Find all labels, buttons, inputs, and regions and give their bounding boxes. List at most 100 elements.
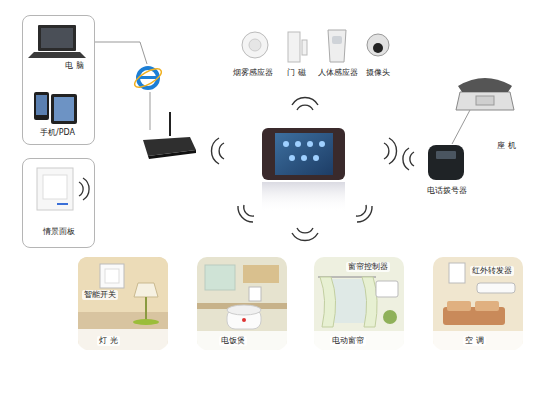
rice-cooker-lid [227,305,261,315]
sofa-cushion [475,301,499,311]
smoke-detector-icon [242,32,268,58]
phone-dialer-screen [436,151,456,159]
motion-sensor-lens [332,36,342,44]
wireless-arc [292,97,318,105]
smoke-detector-core [249,39,261,51]
browser-logo-orbit [132,65,164,90]
scene-panel: 窗帘控制器电动窗帘 [314,257,404,350]
panel-fade [433,331,523,350]
panel-ground [433,257,523,350]
screen-icon [283,141,289,147]
lamp-table [133,319,159,325]
wireless-arc [410,152,414,166]
device-group-box: 电 脑手机/PDA [22,15,95,145]
device-label: 门 磁 [287,68,306,78]
wireless-signal [79,178,89,200]
panel-wall [78,257,168,312]
device-label: 座 机 [497,141,516,151]
smart-switch-face [105,269,119,283]
screen-icon [307,141,313,147]
phone-icon [34,92,49,120]
plant [383,310,397,324]
ir-transmitter-icon [449,263,465,283]
panel-fade [197,331,287,350]
screen-icon [301,155,307,161]
tablet-screen [275,133,333,175]
curtain-left [320,277,336,327]
device-label: 电话拨号器 [427,186,467,196]
smart-switch-icon [100,264,124,288]
lamp-stand [145,297,147,321]
scene-panel-face [43,175,67,199]
router-antenna [169,112,171,136]
wireless-arc [211,138,219,164]
panel-ground [78,257,168,350]
wall-switch-icon [249,287,261,301]
wireless-arc [384,143,389,159]
laptop-display [41,28,73,48]
curtain-controller-icon [376,281,398,297]
device-label: 红外转发器 [470,266,514,276]
phone-cable [452,110,470,144]
wireless-arc [244,205,254,216]
screen-icons [283,141,325,161]
device-label: 摄像头 [366,68,390,78]
motion-sensor-icon [328,30,346,62]
scene-panel: 智能开关灯 光 [78,257,168,350]
panel-caption: 灯 光 [97,336,120,346]
air-conditioner-icon [477,283,515,293]
curtain-scene [314,257,404,350]
desk-phone-body [456,92,514,110]
wireless-arc [297,105,313,110]
curtain-right [362,277,377,327]
scene-panel-bar [57,203,68,205]
wireless-arc [79,182,83,196]
device-label: 手机/PDA [40,128,75,138]
door-sensor-icon [288,32,300,62]
wireless-signal [211,97,414,240]
door-magnet-icon [302,40,307,55]
browser-logo-bar [140,76,156,79]
kitchen-scene [197,257,287,350]
kitchen-window [205,265,235,290]
kitchen-cabinet [243,265,279,283]
panel-fade [78,329,168,350]
tablet-screen [54,97,74,121]
scene-panel-box: 情景面板 [22,158,95,248]
screen-icon [289,155,295,161]
wireless-arc [403,148,409,170]
control-tablet [262,128,345,180]
wireless-arc [292,233,318,241]
living-room-scene [433,257,523,350]
device-label: 窗帘控制器 [346,262,390,272]
device-label: 人体感应器 [318,68,358,78]
panel-ground [314,257,404,350]
panel-caption: 电饭煲 [219,336,247,346]
desk-phone-keypad [476,96,494,105]
camera-icon [367,34,389,56]
wireless-arc [356,205,366,216]
scene-panel: 红外转发器空 调 [433,257,523,350]
screen-icon [295,141,301,147]
panel-fade [314,331,404,350]
lighting-scene [78,257,168,350]
wireless-arc [83,178,89,200]
network-line [150,92,151,130]
rice-cooker-button [242,318,246,322]
device-label: 烟雾感应器 [233,68,273,78]
network-line [95,42,147,64]
sofa-cushion [447,301,471,311]
laptop-base [28,52,86,58]
panel-caption: 空 调 [463,336,486,346]
phone-dialer-icon [428,145,464,180]
device-label: 电 脑 [65,61,84,71]
wireless-arc [389,138,397,164]
tablet-icon [51,94,77,124]
wireless-arc [357,206,372,222]
panel-caption: 电动窗帘 [330,336,366,346]
screen-icon [319,141,325,147]
wireless-arc [219,143,224,159]
scene-panel: 电饭煲 [197,257,287,350]
scene-panel-icon [37,168,73,210]
